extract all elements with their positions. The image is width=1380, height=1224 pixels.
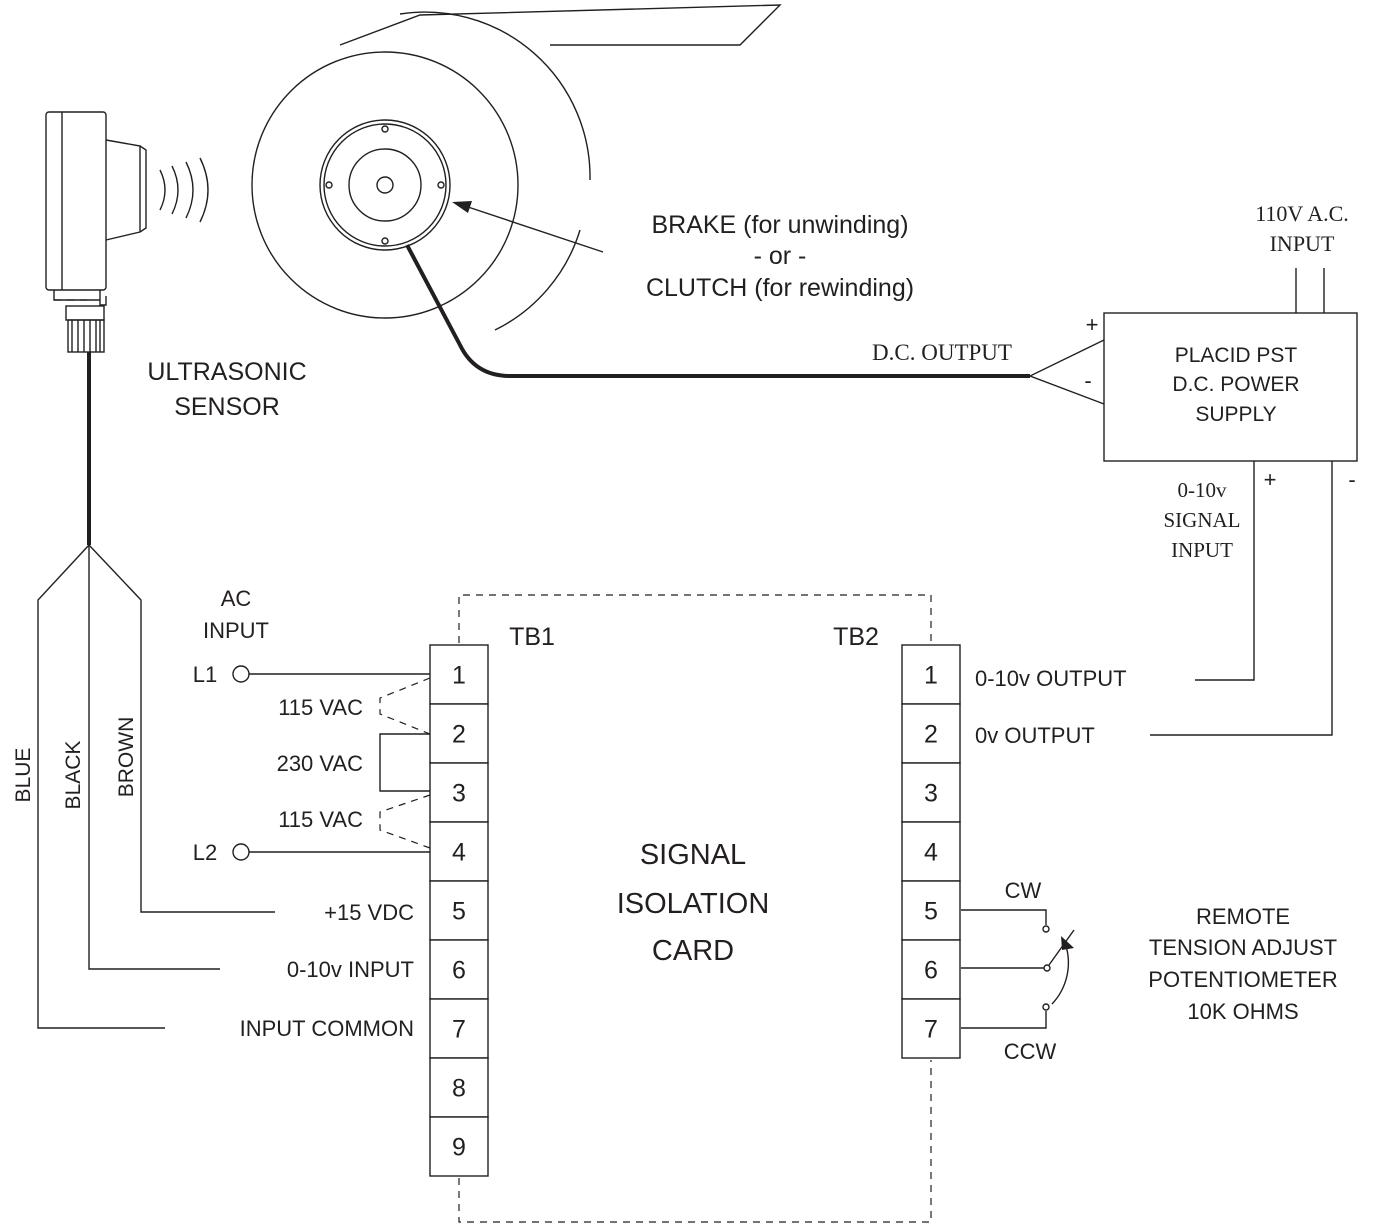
tb1-terminal-number: 7: [452, 1016, 466, 1044]
tb1-terminal-number: 8: [452, 1075, 466, 1103]
card-outline-bottom: [458, 1060, 932, 1223]
power-supply-box: [1103, 312, 1358, 462]
cw-label: CW: [1005, 878, 1042, 903]
input-common-label: INPUT COMMON: [240, 1016, 414, 1041]
dc-output-label: D.C. OUTPUT: [872, 340, 1012, 365]
tb2-terminal-4: [901, 821, 961, 882]
dc-output-cable: [405, 244, 1030, 378]
brake-label-line1: BRAKE (for unwinding): [651, 211, 908, 239]
brake-arrow: [452, 201, 604, 253]
brake-label-line3: CLUTCH (for rewinding): [646, 274, 914, 302]
tb2-terminal-number: 1: [924, 662, 938, 690]
card-title-line3: CARD: [652, 935, 734, 967]
power-supply-title-line1: PLACID PST: [1175, 344, 1298, 367]
signal-minus-lead: [1150, 461, 1333, 736]
pot-label-line2: TENSION ADJUST: [1149, 935, 1337, 960]
output-label: 0-10v OUTPUT: [975, 666, 1127, 691]
tb2-terminal-number: 4: [924, 839, 938, 867]
tb1-terminal-number: 9: [452, 1134, 466, 1162]
l2-label: L2: [193, 840, 217, 865]
signal-input-label-line2: SIGNAL: [1164, 508, 1241, 532]
dc-minus-label: -: [1084, 368, 1091, 393]
jumper-115-a: [379, 677, 431, 735]
material-roll: [251, 4, 782, 331]
signal-plus-label: +: [1264, 467, 1277, 492]
tb2-terminal-7: [901, 998, 961, 1059]
tb1-terminal-number: 1: [452, 662, 466, 690]
tb1-terminal-block: 1 2 3 4 5 6 7 8 9: [429, 644, 489, 1177]
l2-terminal: [232, 843, 250, 861]
ov-output-label: 0v OUTPUT: [975, 723, 1095, 748]
ccw-label: CCW: [1004, 1039, 1057, 1064]
jumper-115-b: [379, 794, 431, 849]
tb1-terminal-number: 5: [452, 898, 466, 926]
sensor-label-line1: ULTRASONIC: [147, 358, 306, 386]
signal-input-label-line1: 0-10v: [1178, 478, 1227, 502]
ac-input-label-line1: 110V A.C.: [1255, 201, 1349, 226]
wire-label-brown: BROWN: [115, 717, 138, 798]
brown-wire: [88, 544, 275, 913]
tb1-terminal-number: 2: [452, 721, 466, 749]
wire-label-blue: BLUE: [12, 748, 35, 803]
pot-label-line3: POTENTIOMETER: [1148, 967, 1337, 992]
sonic-waves: [159, 157, 209, 223]
tb1-terminal-number: 3: [452, 780, 466, 808]
pot-label-line1: REMOTE: [1196, 904, 1290, 929]
vac230-label: 230 VAC: [277, 751, 364, 776]
l1-label: L1: [193, 662, 217, 687]
tb2-terminal-6: [901, 939, 961, 1000]
tb1-terminal-6: [429, 939, 489, 1000]
vac115-b-label: 115 VAC: [278, 807, 363, 832]
signal-plus-lead: [1195, 461, 1255, 681]
tb1-terminal-5: [429, 880, 489, 941]
tb1-terminal-number: 6: [452, 957, 466, 985]
power-supply-title-line3: SUPPLY: [1195, 403, 1276, 426]
tb2-terminal-number: 5: [924, 898, 938, 926]
tb2-terminal-1: [901, 644, 961, 705]
pot-label-line4: 10K OHMS: [1187, 999, 1298, 1024]
black-wire: [88, 545, 220, 970]
l1-terminal: [232, 665, 250, 683]
ac-input-label-line2: INPUT: [1270, 231, 1335, 256]
vdc15-label: +15 VDC: [324, 900, 414, 925]
brake-label-line2: - or -: [754, 242, 807, 270]
tb2-label: TB2: [833, 623, 879, 651]
tb2-terminal-2: [901, 703, 961, 764]
signal-minus-label: -: [1348, 467, 1355, 492]
ac-input-leads: [1295, 268, 1325, 313]
tb1-terminal-7: [429, 998, 489, 1059]
tb1-terminal-number: 4: [452, 839, 466, 867]
tb1-terminal-3: [429, 762, 489, 823]
ac-input-line2: INPUT: [203, 618, 269, 643]
potentiometer-wiring: [961, 909, 1075, 1029]
ac-input-line1: AC: [221, 586, 252, 611]
sensor-label-line2: SENSOR: [174, 393, 280, 421]
wire-label-black: BLACK: [62, 741, 85, 810]
tb2-terminal-3: [901, 762, 961, 823]
tb1-terminal-9: [429, 1116, 489, 1177]
tb1-label: TB1: [509, 623, 555, 651]
power-supply-title-line2: D.C. POWER: [1172, 373, 1299, 396]
card-title-line2: ISOLATION: [617, 888, 770, 920]
input-label: 0-10v INPUT: [287, 957, 414, 982]
jumper-230: [379, 733, 430, 792]
tb2-terminal-number: 2: [924, 721, 938, 749]
tb2-terminal-number: 7: [924, 1016, 938, 1044]
dc-output-leads: [1028, 339, 1105, 405]
tb2-terminal-number: 3: [924, 780, 938, 808]
dc-plus-label: +: [1086, 312, 1099, 337]
card-title-line1: SIGNAL: [640, 839, 746, 871]
tb1-terminal-8: [429, 1057, 489, 1118]
signal-input-label-line3: INPUT: [1171, 538, 1233, 562]
vac115-a-label: 115 VAC: [278, 695, 363, 720]
blue-wire: [37, 544, 165, 1029]
tb2-terminal-5: [901, 880, 961, 941]
ultrasonic-sensor: [45, 111, 147, 353]
tb2-terminal-number: 6: [924, 957, 938, 985]
tb2-terminal-block: 1 2 3 4 5 6 7: [901, 644, 961, 1059]
